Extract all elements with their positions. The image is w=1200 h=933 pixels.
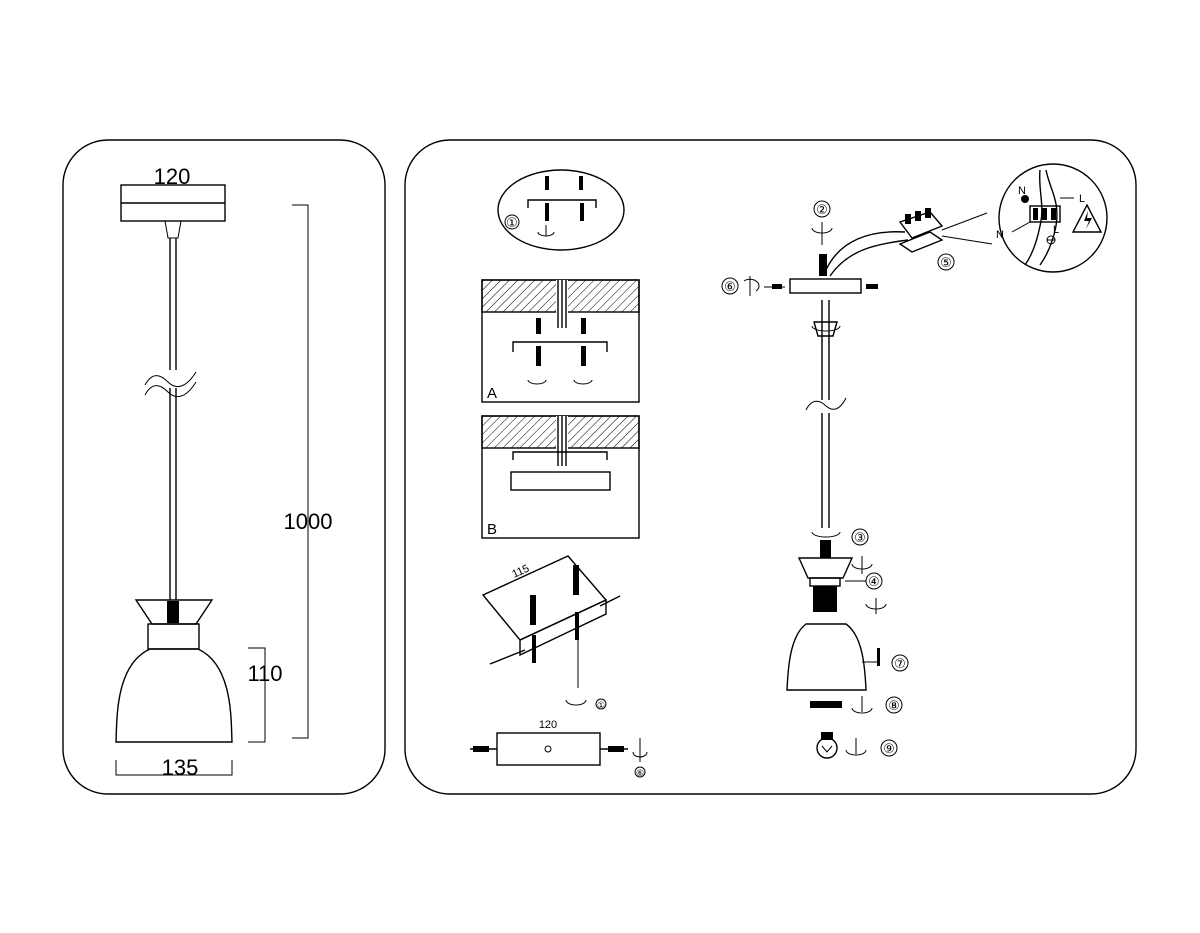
socket — [813, 586, 837, 612]
light-bulb-icon — [816, 732, 838, 759]
step1-small-label: ① — [597, 701, 605, 711]
wire-neutral-top: N — [1018, 185, 1026, 197]
step6-small-label: ⑥ — [636, 769, 644, 779]
section-b: B — [481, 415, 640, 539]
dim-total-height: 1000 — [284, 509, 333, 534]
wire-neutral-bottom: N — [996, 229, 1004, 241]
section-b-label: B — [487, 521, 497, 538]
step3-label: ③ — [854, 531, 866, 546]
glass-shade — [786, 623, 867, 691]
shade-ring — [810, 701, 842, 708]
section-a-label: A — [487, 385, 497, 402]
shade — [115, 599, 233, 743]
canopy-dim: 120 — [539, 719, 557, 731]
bracket-dim: 115 — [510, 563, 531, 581]
step2-label: ② — [816, 203, 828, 218]
dim-shade-width: 135 — [162, 755, 199, 780]
mounting-bracket: 115 ① — [481, 555, 621, 711]
cord — [144, 238, 197, 600]
step7-label: ⑦ — [894, 657, 906, 672]
terminal-block-icon — [898, 208, 944, 253]
screw-icon — [545, 203, 584, 221]
canopy: 120 — [120, 164, 226, 222]
canopy-base: 120 ⑥ — [470, 719, 648, 779]
left-panel-frame — [62, 139, 386, 795]
wiring-detail: N L N L — [941, 163, 1108, 273]
step1-ellipse: ① — [497, 169, 625, 251]
step8-label: ⑧ — [888, 699, 900, 714]
crossbar — [789, 278, 862, 294]
step1-label: ① — [506, 216, 518, 231]
right-panel-frame — [404, 139, 1137, 795]
wall-plug-icon — [545, 176, 583, 190]
dimension-lines — [115, 204, 309, 776]
dim-canopy-width: 120 — [154, 164, 191, 189]
step4-label: ④ — [868, 575, 880, 590]
dim-shade-height: 110 — [247, 661, 282, 686]
step9-label: ⑨ — [883, 742, 895, 757]
cord-clamp — [164, 220, 182, 239]
threaded-nipple — [819, 254, 827, 276]
high-voltage-warning-icon — [1071, 203, 1103, 233]
assembly-stack: ② ⑥ ⑤ ③ — [721, 200, 955, 759]
wire-live-bottom: L — [1053, 224, 1059, 236]
step6-label: ⑥ — [724, 280, 736, 295]
section-a: A — [481, 279, 640, 403]
wire-live-top: L — [1079, 193, 1085, 205]
step5-label: ⑤ — [940, 256, 952, 271]
